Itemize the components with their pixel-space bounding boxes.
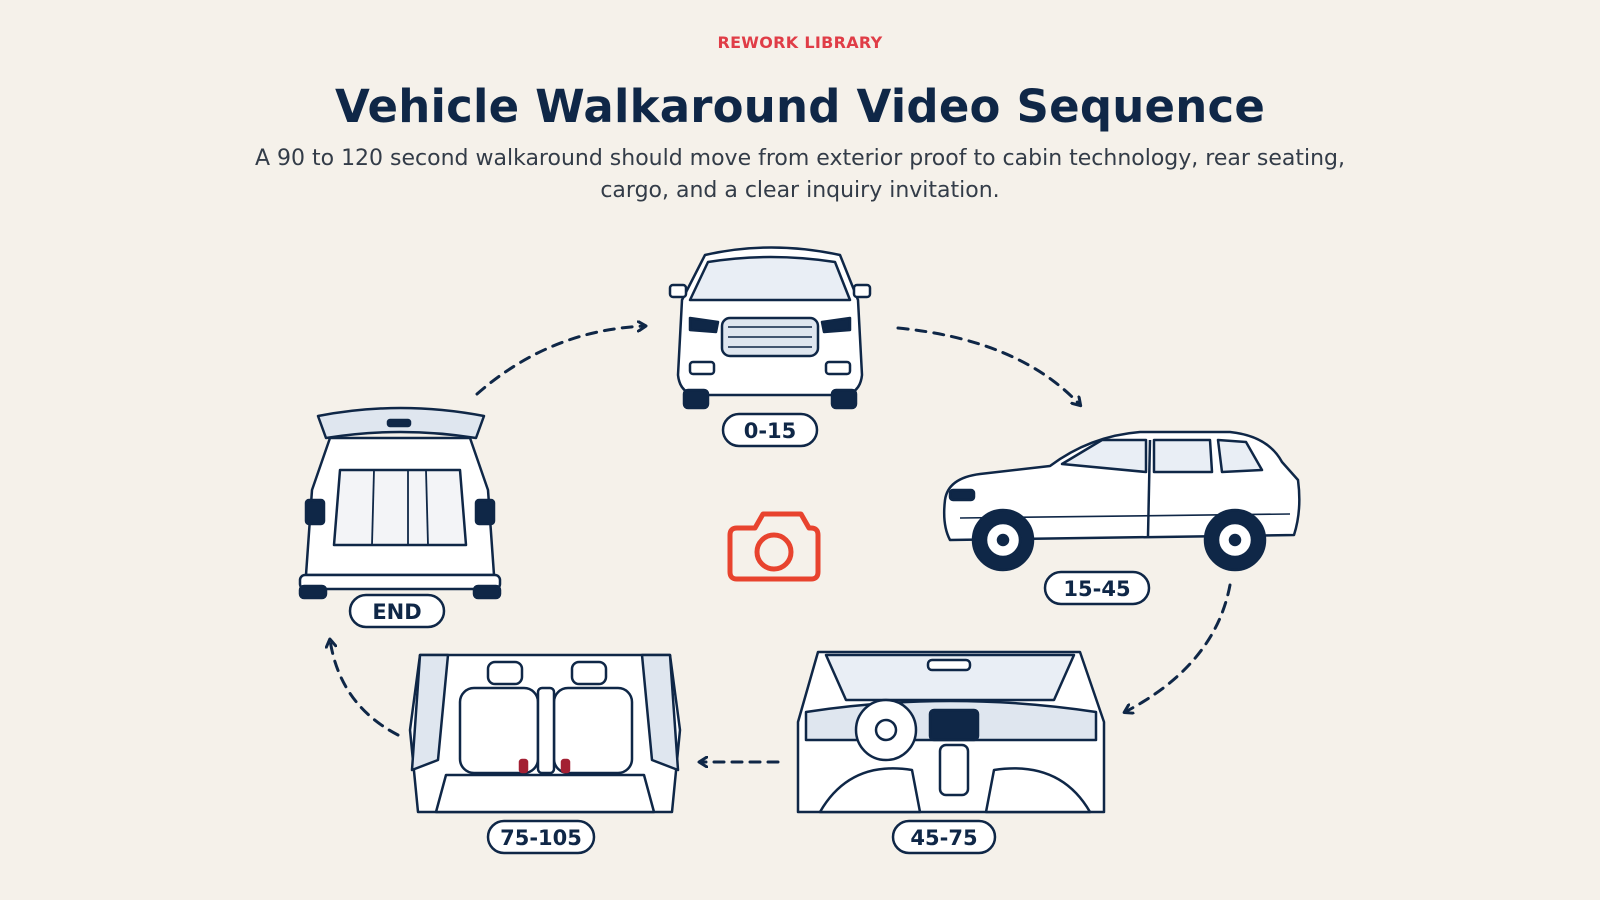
dashboard-view-illustration (798, 652, 1104, 812)
step-label: 75-105 (500, 826, 582, 850)
camera-icon (730, 514, 818, 579)
flow-arrow-seats-to-cargo (330, 640, 398, 735)
front-view-illustration (670, 248, 870, 409)
step-label: 0-15 (744, 419, 797, 443)
flow-arrow-side-to-dashboard (1125, 585, 1230, 712)
step-badge-0-15: 0-15 (723, 414, 817, 446)
step-badge-end: END (350, 595, 444, 627)
side-view-illustration (944, 432, 1299, 570)
rear-seats-view-illustration (410, 655, 680, 812)
step-badge-75-105: 75-105 (488, 821, 594, 853)
cargo-view-illustration (300, 408, 500, 598)
flow-arrow-front-to-side (898, 328, 1080, 405)
flow-arrow-cargo-to-front (477, 326, 645, 394)
step-label: 15-45 (1063, 577, 1130, 601)
step-badge-15-45: 15-45 (1045, 572, 1149, 604)
step-label: 45-75 (910, 826, 977, 850)
step-badge-45-75: 45-75 (893, 821, 995, 853)
step-label: END (372, 600, 421, 624)
